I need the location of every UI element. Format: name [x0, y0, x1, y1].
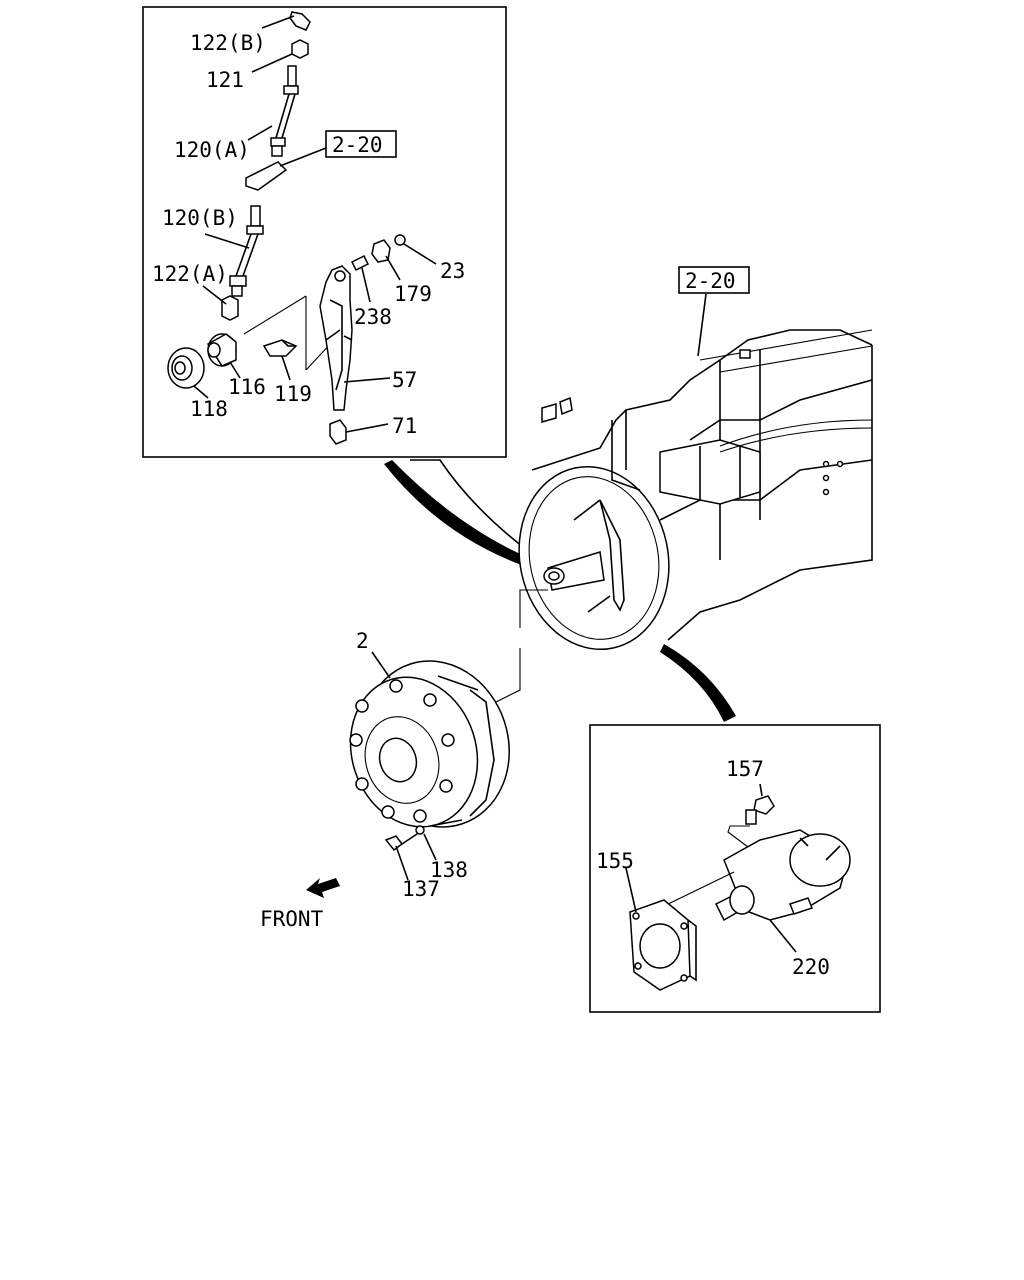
reference-label-right: 2-20 — [685, 269, 736, 293]
label-71: 71 — [392, 414, 417, 438]
hose-120a — [247, 65, 299, 157]
front-direction-arrow — [306, 878, 340, 898]
spring-clip-119 — [262, 339, 298, 381]
transmission-housing — [518, 329, 873, 651]
inset-frame-top — [142, 6, 507, 458]
bearing-sleeve-116 — [206, 333, 241, 379]
label-122a: 122(A) — [152, 262, 228, 286]
reference-box-top: 2-20 — [325, 130, 397, 158]
clutch-cover-2 — [349, 651, 510, 828]
label-23: 23 — [440, 259, 465, 283]
label-119: 119 — [274, 382, 312, 406]
label-front: FRONT — [260, 907, 324, 931]
reference-box-right: 2-20 — [678, 266, 750, 357]
bushing-238 — [350, 254, 371, 303]
release-bearing-118 — [167, 347, 209, 399]
fitting-122a — [202, 285, 239, 321]
label-122b: 122(B) — [190, 31, 266, 55]
reference-label-top: 2-20 — [332, 133, 383, 157]
bolt-157 — [745, 783, 775, 825]
label-155: 155 — [596, 849, 634, 873]
label-2: 2 — [356, 629, 369, 653]
callout-arrow-right — [660, 644, 736, 722]
label-121: 121 — [206, 68, 244, 92]
label-120a: 120(A) — [174, 138, 250, 162]
hose-120b — [204, 205, 264, 297]
bolt-71 — [329, 419, 389, 445]
nut-121 — [251, 39, 309, 73]
label-138: 138 — [430, 858, 468, 882]
clutch-switch-220 — [714, 829, 851, 953]
pivot-bolt-179 — [371, 234, 437, 281]
label-57: 57 — [392, 368, 417, 392]
elbow-fitting-122b — [261, 11, 311, 31]
inset-frame-bottom — [589, 724, 881, 1013]
release-fork-57 — [319, 265, 391, 411]
label-118: 118 — [190, 397, 228, 421]
gasket-155 — [625, 867, 697, 991]
label-220: 220 — [792, 955, 830, 979]
washer-138 — [415, 825, 437, 861]
label-120b: 120(B) — [162, 206, 238, 230]
label-179: 179 — [394, 282, 432, 306]
bracket-clip — [245, 147, 327, 191]
label-157: 157 — [726, 757, 764, 781]
bolt-137 — [384, 831, 421, 881]
label-116: 116 — [228, 375, 266, 399]
label-137: 137 — [402, 877, 440, 901]
label-238: 238 — [354, 305, 392, 329]
